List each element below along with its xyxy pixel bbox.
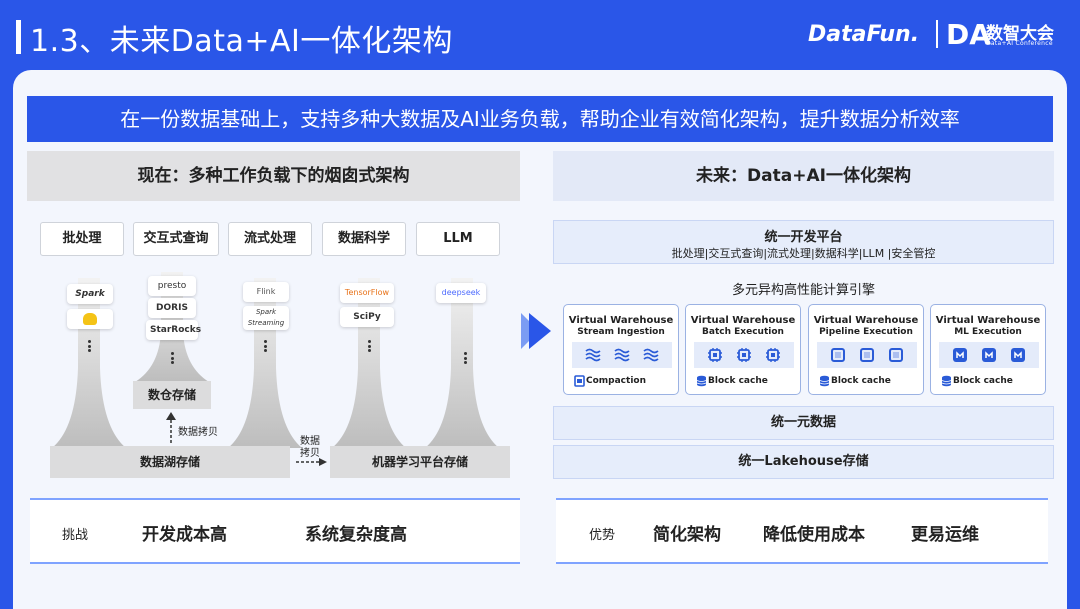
vw-cache-label: Block cache [708, 376, 768, 386]
copy-side-label-1: 数据 [300, 436, 320, 447]
vw-subtitle: Batch Execution [702, 327, 784, 337]
vw-title: Virtual Warehouse [935, 315, 1041, 326]
workload-interactive-query: 交互式查询 [133, 222, 219, 256]
database-icon [819, 375, 830, 387]
vw-title: Virtual Warehouse [813, 315, 919, 326]
challenge-item: 系统复杂度高 [305, 525, 407, 545]
logo-divider [936, 20, 938, 48]
chip-icon [737, 348, 751, 362]
starrocks-logo: StarRocks [146, 320, 201, 340]
wave-icon [643, 348, 659, 362]
vw-ml-execution: Virtual Warehouse ML Execution Block cac… [930, 304, 1046, 395]
page-title: 1.3、未来Data+AI一体化架构 [30, 24, 453, 59]
datafun-logo: DataFun. [808, 22, 920, 47]
advantage-item: 简化架构 [653, 525, 721, 545]
warehouse-storage: 数仓存储 [133, 381, 211, 409]
database-icon [696, 375, 707, 387]
transition-arrow-icon [521, 313, 551, 349]
left-section-title: 现在：多种工作负载下的烟囱式架构 [27, 151, 520, 201]
unified-lakehouse-storage: 统一Lakehouse存储 [553, 445, 1054, 479]
challenge-panel: 挑战 开发成本高 系统复杂度高 [30, 498, 520, 564]
chip-icon [708, 348, 722, 362]
copy-side-label-2: 拷贝 [300, 448, 320, 459]
chimney-llm [425, 278, 499, 448]
da-logo: DA [946, 18, 991, 51]
presto-logo: presto [148, 276, 196, 296]
right-section-title: 未来：Data+AI一体化架构 [553, 151, 1054, 201]
network-icon [953, 348, 967, 362]
vw-batch-execution: Virtual Warehouse Batch Execution Block … [685, 304, 801, 395]
vw-title: Virtual Warehouse [568, 315, 674, 326]
vw-icon-strip [694, 342, 794, 368]
summary-banner: 在一份数据基础上，支持多种大数据及AI业务负载，帮助企业有效简化架构，提升数据分… [27, 96, 1053, 142]
title-accent-bar [16, 20, 21, 54]
data-lake-storage: 数据湖存储 [50, 446, 290, 478]
advantage-label: 优势 [589, 528, 616, 543]
spark-streaming-logo: Spark Streaming [243, 306, 289, 330]
spark-logo: Spark [67, 284, 113, 304]
header-bar: 1.3、未来Data+AI一体化架构 DataFun. DA 数智大会 Data… [0, 0, 1080, 70]
ellipsis-icon [88, 340, 91, 352]
challenge-label: 挑战 [62, 528, 89, 543]
square-icon [831, 348, 845, 362]
tensorflow-logo: TensorFlow [340, 283, 394, 303]
network-icon [982, 348, 996, 362]
chimney-streaming [228, 278, 302, 448]
engine-title: 多元异构高性能计算引擎 [731, 283, 875, 298]
unified-dev-platform: 统一开发平台 批处理|交互式查询|流式处理|数据科学|LLM |安全管控 [553, 220, 1054, 264]
square-icon [889, 348, 903, 362]
vw-icon-strip [817, 342, 917, 368]
challenge-item: 开发成本高 [142, 525, 227, 545]
chip-icon [766, 348, 780, 362]
chimney-batch [52, 278, 126, 448]
scipy-logo: SciPy [340, 307, 394, 327]
deepseek-logo: deepseek [436, 283, 486, 303]
advantage-item: 更易运维 [911, 525, 979, 545]
square-icon [860, 348, 874, 362]
network-icon [1011, 348, 1025, 362]
hadoop-elephant-icon [67, 309, 113, 329]
vw-icon-strip [939, 342, 1039, 368]
dev-platform-subtitle: 批处理|交互式查询|流式处理|数据科学|LLM |安全管控 [671, 247, 936, 260]
wave-icon [614, 348, 630, 362]
copy-up-arrow [166, 412, 176, 443]
ellipsis-icon [264, 340, 267, 352]
database-icon [941, 375, 952, 387]
workload-data-science: 数据科学 [322, 222, 406, 256]
advantage-panel: 优势 简化架构 降低使用成本 更易运维 [556, 498, 1048, 564]
flink-logo: Flink [243, 282, 289, 302]
vw-stream-ingestion: Virtual Warehouse Stream Ingestion Compa… [563, 304, 679, 395]
workload-batch: 批处理 [40, 222, 124, 256]
vw-pipeline-execution: Virtual Warehouse Pipeline Execution Blo… [808, 304, 924, 395]
ellipsis-icon [368, 340, 371, 352]
advantage-item: 降低使用成本 [763, 525, 865, 545]
vw-subtitle: Stream Ingestion [577, 327, 665, 337]
conference-subtitle: Data+AI Conference [986, 40, 1053, 47]
dev-platform-title: 统一开发平台 [764, 230, 843, 245]
vw-cache-label: Block cache [831, 376, 891, 386]
doris-logo: DORIS [148, 298, 196, 318]
chimney-data-science [332, 278, 406, 448]
wave-icon [585, 348, 601, 362]
ellipsis-icon [171, 352, 174, 364]
vw-cache-label: Compaction [586, 376, 646, 386]
unified-metadata: 统一元数据 [553, 406, 1054, 440]
workload-streaming: 流式处理 [228, 222, 312, 256]
vw-icon-strip [572, 342, 672, 368]
ellipsis-icon [464, 352, 467, 364]
workload-llm: LLM [416, 222, 500, 256]
vw-subtitle: Pipeline Execution [819, 327, 913, 337]
vw-subtitle: ML Execution [954, 327, 1022, 337]
conference-name: 数智大会 [986, 24, 1054, 44]
ml-platform-storage: 机器学习平台存储 [330, 446, 510, 478]
vw-title: Virtual Warehouse [690, 315, 796, 326]
compaction-icon [574, 375, 585, 387]
copy-right-arrow [296, 458, 327, 466]
vw-cache-label: Block cache [953, 376, 1013, 386]
copy-up-label: 数据拷贝 [178, 427, 218, 438]
